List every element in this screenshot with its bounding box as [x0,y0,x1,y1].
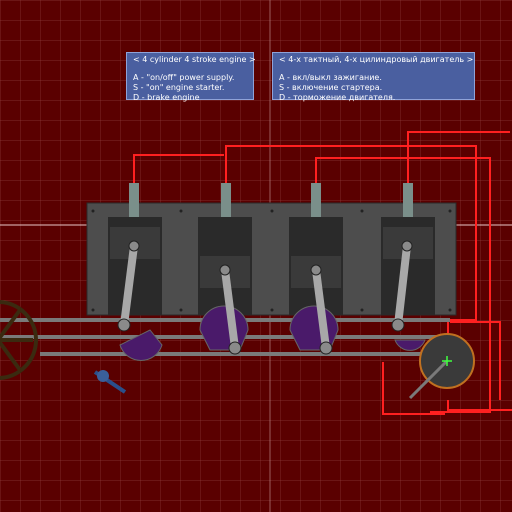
info-panel-title: < 4-х тактный, 4-х цилиндровый двигатель… [279,55,474,64]
spark-plug-icon [129,183,139,217]
connecting-rods [120,242,411,352]
flywheel-icon[interactable] [0,300,38,380]
piston-pins [117,240,413,355]
spark-plug-icon [403,183,413,217]
info-line-s: S - включение стартера. [279,83,383,92]
info-line-a: A - вкл/выкл зажигание. [279,73,382,82]
block-bolts [91,209,452,312]
info-line-s: S - "on" engine starter. [133,83,225,92]
info-line-d: D - торможение двигателя. [279,93,396,102]
info-panel-title: < 4 cylinder 4 stroke engine > [133,55,256,64]
info-panel-english: < 4 cylinder 4 stroke engine > A - "on/o… [126,52,256,102]
ignition-wires [133,131,512,415]
info-line-d: D - brake engine [133,93,200,102]
spark-plug-icon [221,183,231,217]
starter-solenoid [93,370,127,394]
spark-plug-icon [311,183,321,217]
info-line-a: A - "on/off" power supply. [133,73,235,82]
crosshair-icon [442,356,452,366]
info-panel-russian: < 4-х тактный, 4-х цилиндровый двигатель… [272,52,475,102]
